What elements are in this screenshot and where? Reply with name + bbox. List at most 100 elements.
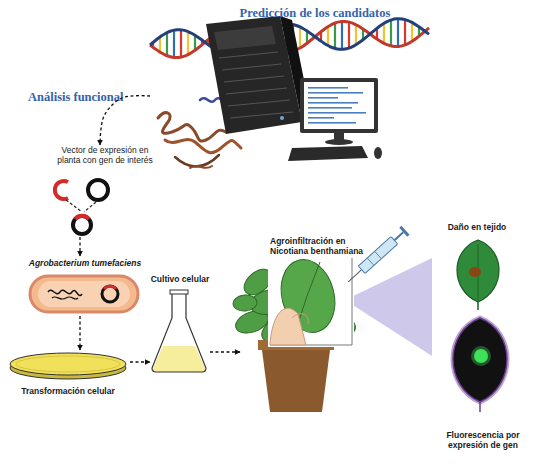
infiltration-inset — [292, 314, 308, 324]
section-heading: Predicción de los candidatos — [210, 6, 420, 20]
dna-helix — [341, 21, 343, 49]
dna-helix — [166, 33, 168, 56]
syringe — [394, 232, 403, 240]
damaged-leaf — [469, 267, 481, 277]
dna-helix — [187, 32, 189, 55]
culture-flask — [153, 346, 205, 372]
protein-ribbon — [158, 113, 226, 141]
bacterium-cell — [102, 286, 118, 302]
step-label: Vector de expresión en planta con gen de… — [49, 145, 161, 165]
step-node: Fluorescencia por expresión de gen — [428, 312, 538, 458]
computer-tower — [228, 100, 290, 106]
dna-helix — [348, 22, 350, 48]
computer-monitor — [300, 78, 378, 133]
computer-tower — [222, 64, 281, 70]
computer-monitor — [308, 92, 363, 94]
culture-flask — [170, 290, 188, 294]
dna-helix — [327, 27, 329, 46]
dna-helix — [334, 23, 336, 48]
fluorescent-leaf — [453, 318, 507, 412]
step-label: Cultivo celular — [138, 274, 222, 284]
computer-tower — [224, 76, 284, 82]
infiltration-inset — [268, 254, 354, 347]
petri-dish — [10, 353, 126, 379]
protein-ribbon — [175, 155, 219, 167]
dna-helix — [390, 20, 392, 46]
bacterium-cell — [30, 276, 138, 312]
plant-pot — [262, 350, 330, 412]
dashed-arrow — [210, 351, 240, 352]
step-node: Cultivo celular — [150, 272, 210, 374]
step-label: Agroinfiltración en Nicotiana benthamian… — [270, 236, 378, 256]
fluorescent-leaf — [471, 346, 491, 366]
damaged-leaf — [457, 240, 499, 310]
fluorescent-leaf — [474, 349, 488, 363]
computer-tower — [206, 16, 312, 134]
step-label: Fluorescencia por expresión de gen — [428, 430, 538, 450]
damaged-leaf — [457, 240, 499, 302]
bacterium-cell — [30, 276, 138, 312]
damaged-leaf — [477, 302, 479, 310]
syringe — [348, 270, 361, 282]
computer-monitor — [304, 82, 374, 129]
step-node: Predicción de los candidatos — [150, 2, 420, 172]
plasmid-vector — [55, 181, 68, 199]
computer-monitor — [308, 112, 366, 114]
computer-monitor — [288, 146, 368, 161]
computer-tower — [214, 26, 276, 50]
dna-helix — [180, 30, 182, 57]
fluorescent-leaf — [479, 402, 481, 412]
zoom-cone — [345, 258, 432, 356]
plasmid-vector — [55, 180, 108, 234]
culture-flask — [152, 293, 206, 372]
syringe — [375, 251, 382, 258]
step-node: Daño en tejido — [432, 220, 522, 302]
computer-tower — [219, 52, 278, 58]
plasmid-vector — [66, 200, 82, 212]
syringe — [344, 226, 409, 286]
syringe — [367, 258, 374, 265]
dna-helix — [299, 27, 301, 48]
dna-helix — [173, 30, 175, 57]
computer-tower — [226, 88, 287, 94]
dna-helix — [355, 25, 357, 45]
computer-monitor — [308, 102, 358, 104]
computer-monitor — [325, 139, 353, 145]
computer-monitor — [308, 97, 338, 99]
bacterium-cell — [38, 281, 130, 307]
petri-dish — [16, 356, 120, 372]
dna-helix — [397, 19, 399, 47]
plasmid-vector — [88, 180, 108, 200]
section-heading: Análisis funcional — [28, 90, 124, 104]
dashed-arrow — [130, 361, 150, 362]
plasmid-vector — [75, 216, 89, 219]
step-node: Agrobacterium tumefaciens — [25, 256, 145, 316]
dashed-arrow — [100, 96, 150, 145]
dashed-arrow — [79, 316, 80, 350]
computer-monitor — [308, 122, 356, 124]
computer-monitor — [308, 117, 334, 119]
dna-helix — [404, 20, 406, 45]
step-node: Transformación celular — [6, 350, 130, 402]
plasmid-vector — [84, 202, 96, 212]
petri-dish — [10, 353, 126, 375]
bacterium-cell — [52, 297, 78, 299]
step-node: Vector de expresión en planta con gen de… — [45, 145, 165, 237]
dashed-arrow — [79, 237, 80, 256]
bacterium-cell — [48, 290, 82, 295]
step-label: Daño en tejido — [432, 222, 522, 232]
step-node: Agroinfiltración en Nicotiana benthamian… — [240, 236, 362, 416]
dna-helix — [383, 23, 385, 43]
zoom-cone — [345, 258, 432, 356]
syringe — [399, 226, 409, 237]
syringe — [358, 237, 397, 274]
dna-helix — [411, 22, 413, 41]
plasmid-vector — [73, 216, 91, 234]
fluorescent-leaf — [453, 318, 507, 402]
step-label: Agrobacterium tumefaciens — [25, 258, 145, 268]
protein-ribbon — [190, 166, 212, 168]
